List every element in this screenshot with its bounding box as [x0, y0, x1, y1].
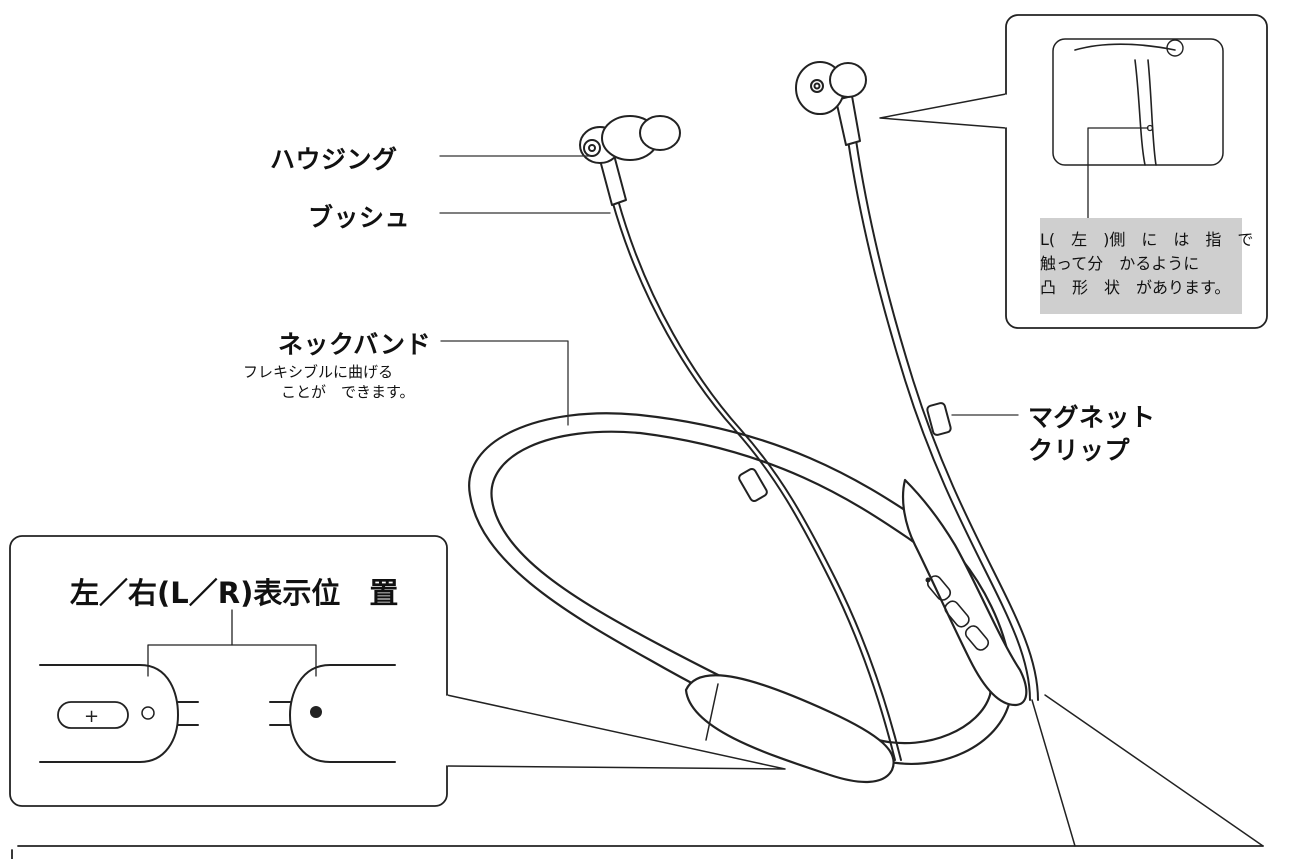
left-side-note-line-2: 触って分 かるように [1040, 254, 1200, 273]
earbud-right [795, 61, 867, 146]
label-lr-position: 左／右(L／R)表示位 置 [70, 576, 399, 610]
label-neckband: ネックバンド [278, 330, 432, 359]
svg-text:+: + [84, 706, 99, 727]
magnet-clip-right [926, 402, 952, 436]
neckband-note-line-1: フレキシブルに曲げる [243, 363, 394, 381]
bottom-callout [11, 694, 1264, 860]
neckband-illustration [468, 412, 1028, 784]
label-magnet-clip-line-2: クリップ [1028, 436, 1131, 465]
neckband-note-line-2: ことが できます。 [281, 383, 415, 401]
label-bush: ブッシュ [308, 203, 411, 232]
leader-lines [439, 155, 1019, 426]
label-magnet-clip-line-1: マグネット [1028, 403, 1156, 432]
magnet-clip-left [738, 467, 768, 503]
left-side-note: L( 左 )側 に は 指 で 触って分 かるように 凸 形 状 があります。 [1040, 218, 1253, 314]
label-housing: ハウジング [270, 145, 398, 174]
inset-lr-markers: + [9, 535, 786, 807]
left-side-note-line-3: 凸 形 状 があります。 [1040, 278, 1231, 297]
earbud-left [579, 115, 681, 206]
cables [611, 139, 1039, 761]
left-side-note-line-1: L( 左 )側 に は 指 で [1040, 230, 1254, 249]
